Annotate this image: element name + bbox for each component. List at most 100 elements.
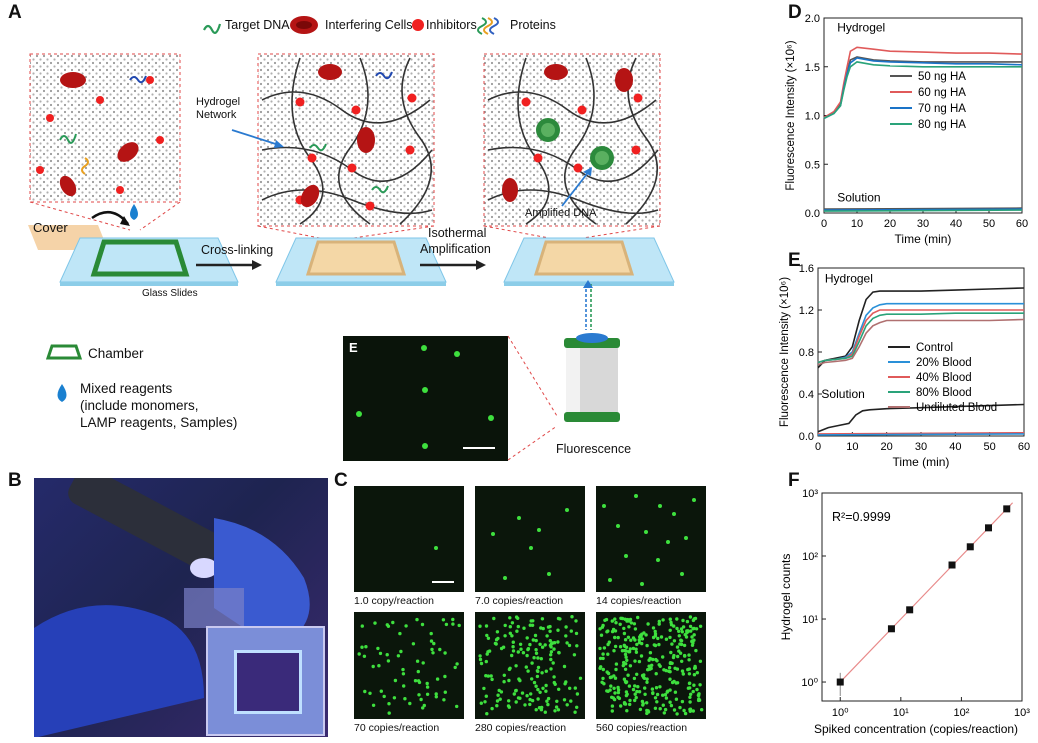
fluorescent-spot (575, 705, 579, 709)
fluorescent-spot (549, 653, 553, 657)
fluorescent-spot (485, 633, 489, 638)
fluorescent-spot (530, 661, 534, 665)
fluorescent-spot (682, 708, 686, 713)
fluorescent-spot (606, 642, 610, 647)
fluorescent-spot (611, 627, 616, 632)
fluorescent-spot (629, 621, 634, 625)
fluorescent-spot (508, 631, 512, 635)
fluorescent-spot (645, 680, 649, 684)
fluorescent-spot (627, 684, 632, 688)
fluorescent-spot (534, 638, 538, 643)
fluorescent-spot (392, 696, 397, 700)
fluorescent-spot (637, 659, 642, 664)
fluorescent-spot (396, 654, 401, 658)
fluorescent-spot (508, 625, 512, 629)
mixed-reagents-line-1: Mixed reagents (80, 381, 173, 396)
panel-a-zoom-boxes (29, 53, 661, 241)
fluorescent-spot (535, 674, 540, 679)
inhibitor-icon (412, 19, 424, 31)
fluorescent-spot (516, 624, 520, 629)
fluorescent-spot (544, 669, 548, 673)
fluorescent-spot (683, 633, 687, 637)
fluorescent-spot (387, 711, 391, 715)
fluorescent-spot (613, 644, 618, 649)
fluorescent-spot (692, 633, 696, 637)
fluorescent-spot (553, 682, 557, 686)
fluorescent-spot (698, 624, 703, 628)
fluorescent-spot (685, 629, 689, 633)
fluorescent-spot (680, 659, 684, 663)
fluorescent-spot (453, 665, 457, 670)
fluorescent-spot (573, 710, 577, 714)
data-point (1003, 505, 1011, 513)
fluorescent-spot (493, 641, 498, 646)
fluorescent-spot (401, 672, 406, 676)
fluorescent-spot (605, 689, 609, 693)
fluorescent-spot (530, 698, 535, 703)
series-line (817, 312, 1024, 364)
x-axis-label: Time (min) (895, 232, 952, 246)
fluorescent-spot (422, 703, 426, 708)
fluorescent-spot (540, 671, 544, 675)
fluorescent-spot (534, 684, 538, 688)
fluorescent-spot (690, 643, 695, 647)
fluorescent-spot (650, 687, 655, 691)
y-tick-label: 0.4 (799, 389, 814, 401)
fluorescent-spot (434, 695, 438, 699)
fluorescent-spot (564, 634, 568, 638)
x-tick-label: 30 (917, 218, 929, 230)
series-line (817, 432, 1025, 435)
fluorescent-spot (536, 687, 540, 692)
fluorescent-spot (532, 680, 537, 685)
fluorescent-spot (403, 697, 407, 701)
fluorescent-spot (635, 672, 639, 676)
fluorescent-spot (622, 702, 627, 706)
y-tick-label: 1.2 (799, 305, 814, 317)
fluorescent-spot (637, 640, 642, 645)
series-line (823, 208, 1023, 211)
fluorescent-spot (677, 634, 681, 638)
y-tick-label: 0.5 (805, 159, 820, 171)
fluorescent-spot (598, 666, 602, 670)
fluorescent-spot (677, 649, 681, 653)
fluorescent-spot (663, 693, 668, 697)
fluorescent-spot (629, 638, 633, 642)
fluorescent-spot (627, 625, 631, 629)
device-photo (34, 478, 328, 737)
x-tick-label: 50 (984, 441, 996, 453)
micrograph-4-spots (357, 617, 461, 715)
fluorescent-spot (536, 665, 541, 670)
fluorescent-spot (552, 647, 556, 651)
fluorescent-spot (401, 667, 405, 672)
fluorescent-spot (651, 626, 656, 630)
chamber-icon (46, 344, 83, 360)
fluorescent-spot (545, 634, 549, 638)
amplified-dna-pointer (561, 169, 591, 207)
amplified-dna-label: Amplified DNA (525, 207, 597, 219)
x-tick-label: 10⁰ (832, 707, 849, 719)
fluorescent-spot (425, 681, 429, 686)
fluorescent-spot (613, 635, 617, 640)
fluorescent-spot (614, 667, 618, 672)
fluorescent-spot (543, 643, 547, 647)
fluorescent-spot (614, 662, 619, 666)
fluorescent-spot (657, 663, 661, 667)
fluorescent-spot (619, 704, 623, 708)
y-tick-label: 0.0 (805, 208, 820, 220)
fluorescent-spot (601, 676, 605, 681)
hydrogel-network-pointer (231, 129, 283, 147)
fluorescent-spot (531, 619, 535, 623)
fluorescent-spot (524, 665, 528, 669)
fluorescent-spot (457, 623, 461, 628)
fluorescent-spot (362, 654, 367, 658)
fluorescent-spot (377, 664, 381, 668)
cover-label: Cover (33, 220, 68, 235)
fluorescent-spot (442, 698, 446, 702)
fluorescent-spot (360, 645, 364, 649)
fluorescent-spot (667, 666, 672, 670)
fluorescent-spot (546, 625, 551, 629)
fluorescent-spot (688, 624, 693, 629)
fluorescent-spot (602, 682, 606, 686)
device-inset-image (206, 626, 325, 736)
fluorescent-spot (686, 667, 690, 672)
